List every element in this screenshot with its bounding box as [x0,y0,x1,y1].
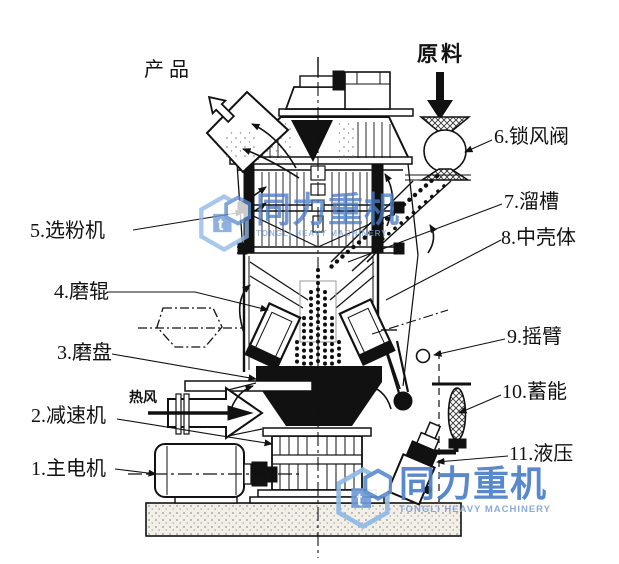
label-main-motor: 1.主电机 [31,458,106,480]
product-duct [205,90,290,174]
label-rocker-arm: 9.摇臂 [507,326,562,348]
label-accumulator: 10.蓄能 [502,381,567,403]
label-reducer: 2.减速机 [31,405,106,427]
product-flow-arrow [207,95,236,124]
grinding-roller-left [244,301,302,371]
rocker-axis-mark [415,348,431,364]
hydraulic-cylinder [386,421,442,506]
raw-material-arrow [427,72,453,120]
lock-air-valve [405,116,472,181]
classifier-drive [278,57,414,117]
label-raw-material: 原料 [417,42,465,66]
grinding-roller-right [338,297,396,367]
rocker-pivot [393,391,413,411]
label-hot-air: 热风 [129,391,157,406]
label-grinding-disc: 3.磨盘 [57,342,112,364]
feed-chute [330,180,452,272]
label-lock-air-valve: 6.锁风阀 [494,126,569,148]
accumulator [431,382,471,455]
leader-lines [107,139,509,477]
gas-flow-arrows [230,123,437,410]
label-classifier: 5.选粉机 [30,220,105,242]
foundation [145,502,462,537]
rocker-arm [371,309,449,502]
label-grinding-roller: 4.磨辊 [54,281,109,303]
grinding-table [256,366,382,426]
label-product: 产品 [144,59,194,81]
label-middle-shell: 8.中壳体 [501,227,576,249]
label-chute: 7.溜槽 [504,191,559,213]
classifier [237,162,405,255]
label-hydraulic: 11.液压 [509,443,574,465]
roller-swingout-outline [138,307,242,348]
reducer [249,427,385,504]
